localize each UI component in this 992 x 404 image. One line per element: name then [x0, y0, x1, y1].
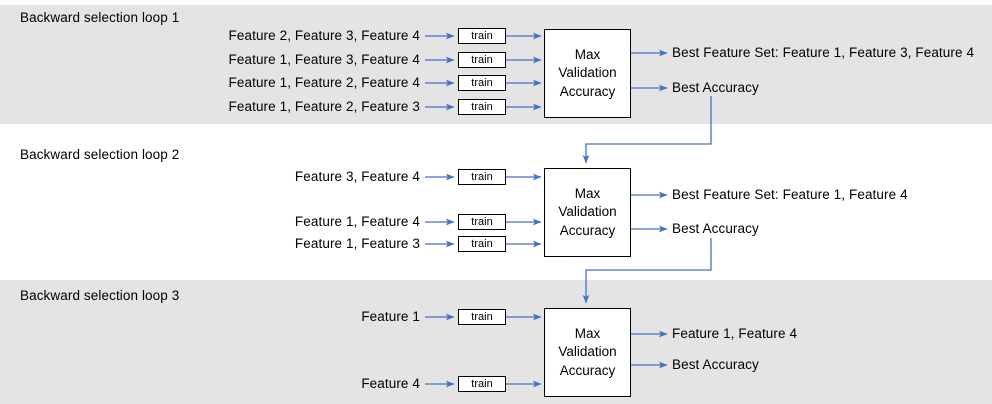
loop-1-train-box-4[interactable]: train [458, 99, 506, 115]
loop-1-train-box-3[interactable]: train [458, 75, 506, 91]
loop-2-train-box-1[interactable]: train [458, 169, 506, 185]
loop-1-train-box-2[interactable]: train [458, 52, 506, 68]
loop-3-train-box-2[interactable]: train [458, 376, 506, 392]
loop-3-best-accuracy: Best Accuracy [672, 357, 759, 372]
loop-3-max-validation-accuracy-box[interactable]: Max Validation Accuracy [544, 308, 631, 397]
loop-2-title: Backward selection loop 2 [20, 147, 180, 162]
loop-1-feature-set-2: Feature 1, Feature 3, Feature 4 [228, 52, 420, 67]
loop-3-process-line-1: Max [574, 326, 601, 342]
loop-3-train-box-1[interactable]: train [458, 309, 506, 325]
loop-3-process-line-3: Accuracy [559, 362, 616, 378]
loop-3-process-line-2: Validation [558, 344, 617, 360]
loop-1-best-accuracy: Best Accuracy [672, 80, 759, 95]
loop-2-feature-set-3: Feature 1, Feature 3 [294, 236, 420, 251]
loop-1-process-line-1: Max [574, 47, 601, 63]
loop-1-best-feature-set: Best Feature Set: Feature 1, Feature 3, … [672, 45, 975, 60]
loop-3-title: Backward selection loop 3 [20, 288, 180, 303]
loop-2-train-box-2[interactable]: train [458, 214, 506, 230]
loop-1-train-box-1[interactable]: train [458, 28, 506, 44]
loop-2-train-box-3[interactable]: train [458, 236, 506, 252]
loop-2-input-arrows [425, 173, 455, 248]
loop-2-max-validation-accuracy-box[interactable]: Max Validation Accuracy [544, 168, 631, 257]
loop-1-process-line-3: Accuracy [559, 83, 616, 99]
loop-2-feature-set-2: Feature 1, Feature 4 [294, 214, 420, 229]
loop-2-output-arrows [631, 191, 668, 233]
loop-2-process-line-1: Max [574, 186, 601, 202]
loop-2-best-feature-set: Best Feature Set: Feature 1, Feature 4 [672, 187, 908, 202]
loop-2-train-to-process-arrows [506, 173, 542, 248]
loop-1-process-line-2: Validation [558, 65, 617, 81]
loop-1-title: Backward selection loop 1 [20, 10, 180, 25]
loop-1-max-validation-accuracy-box[interactable]: Max Validation Accuracy [544, 29, 631, 118]
loop-2-process-line-3: Accuracy [559, 222, 616, 238]
loop-3-feature-set-2: Feature 4 [361, 376, 420, 391]
loop-1-feature-set-4: Feature 1, Feature 2, Feature 3 [228, 99, 420, 114]
loop-3-feature-set-1: Feature 1 [361, 309, 420, 324]
loop-2-process-line-2: Validation [558, 204, 617, 220]
loop-3-best-feature-set: Feature 1, Feature 4 [672, 326, 798, 341]
loop-1-feature-set-3: Feature 1, Feature 2, Feature 4 [228, 75, 420, 90]
loop-2-feature-set-1: Feature 3, Feature 4 [294, 169, 420, 184]
loop-2-best-accuracy: Best Accuracy [672, 221, 759, 236]
loop-1-feature-set-1: Feature 2, Feature 3, Feature 4 [228, 28, 420, 43]
